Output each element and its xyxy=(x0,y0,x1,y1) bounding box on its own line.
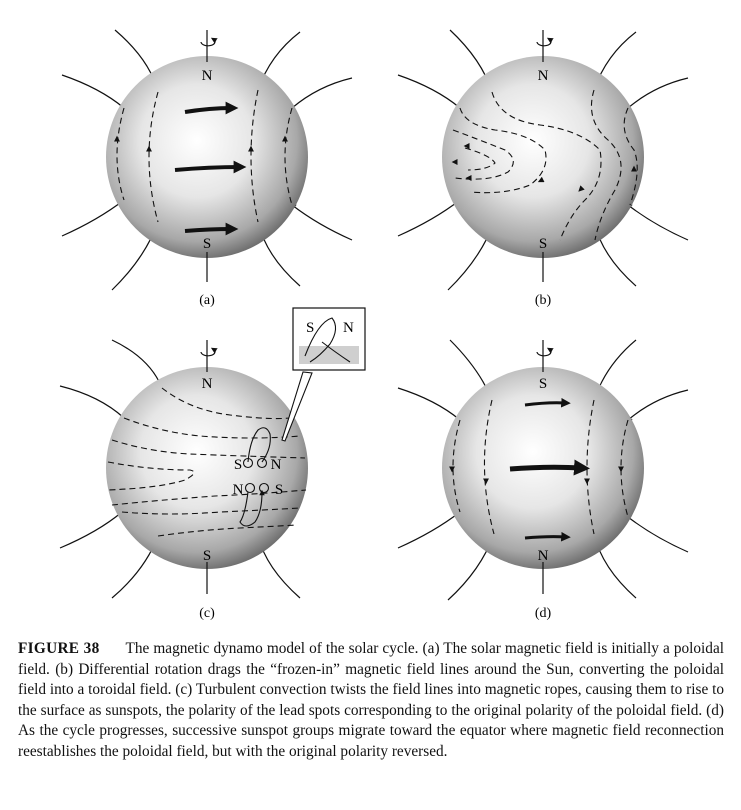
south-pole-label: S xyxy=(203,236,211,252)
panel-label: (a) xyxy=(199,293,215,308)
figure-number: FIGURE 38 xyxy=(18,640,100,657)
panel-d: S N (d) xyxy=(397,339,689,621)
toroidal-arrows xyxy=(509,397,590,542)
spot-label-right: S xyxy=(275,482,283,498)
rotation-axis xyxy=(200,340,218,594)
spot-label-left: N xyxy=(233,482,244,498)
internal-arrowheads xyxy=(114,135,288,152)
panel-label: (b) xyxy=(535,293,552,308)
panel-label: (d) xyxy=(535,606,552,621)
panel-a: N S (a) xyxy=(61,29,353,308)
inset-n-label: N xyxy=(343,320,354,336)
north-pole-label: S xyxy=(539,376,547,392)
sun-sphere xyxy=(106,56,308,258)
south-pole-label: S xyxy=(203,548,211,564)
dynamo-figure: N S (a) xyxy=(59,29,689,621)
poloidal-field-lines xyxy=(116,89,293,223)
internal-arrowheads xyxy=(451,143,637,192)
sun-sphere xyxy=(442,56,644,258)
south-pole-label: S xyxy=(539,236,547,252)
toroidal-arrows xyxy=(174,101,247,236)
toroidal-field-lines xyxy=(107,387,307,537)
panel-b: N S (b) xyxy=(397,29,689,308)
panel-label: (c) xyxy=(199,606,215,621)
caption-text: The magnetic dynamo model of the solar c… xyxy=(18,640,724,760)
external-field-lines xyxy=(61,29,353,291)
north-pole-label: N xyxy=(202,68,213,84)
panel-c: S N N S N S S N (c) xyxy=(59,307,366,621)
north-pole-label: N xyxy=(538,68,549,84)
inset-callout: S N xyxy=(281,307,366,442)
rotation-axis xyxy=(200,30,218,282)
rotation-axis xyxy=(536,340,554,594)
north-pole-label: N xyxy=(202,376,213,392)
internal-arrowheads xyxy=(449,466,624,485)
sheared-field-lines xyxy=(452,89,638,241)
spot-label-left: S xyxy=(234,457,242,473)
south-pole-label: N xyxy=(538,548,549,564)
sunspots xyxy=(242,457,270,494)
spot-label-right: N xyxy=(271,457,282,473)
reversed-poloidal-field-lines xyxy=(452,399,629,535)
magnetic-rope-loops xyxy=(239,427,271,527)
rotation-axis xyxy=(536,30,554,282)
inset-s-label: S xyxy=(306,320,314,336)
